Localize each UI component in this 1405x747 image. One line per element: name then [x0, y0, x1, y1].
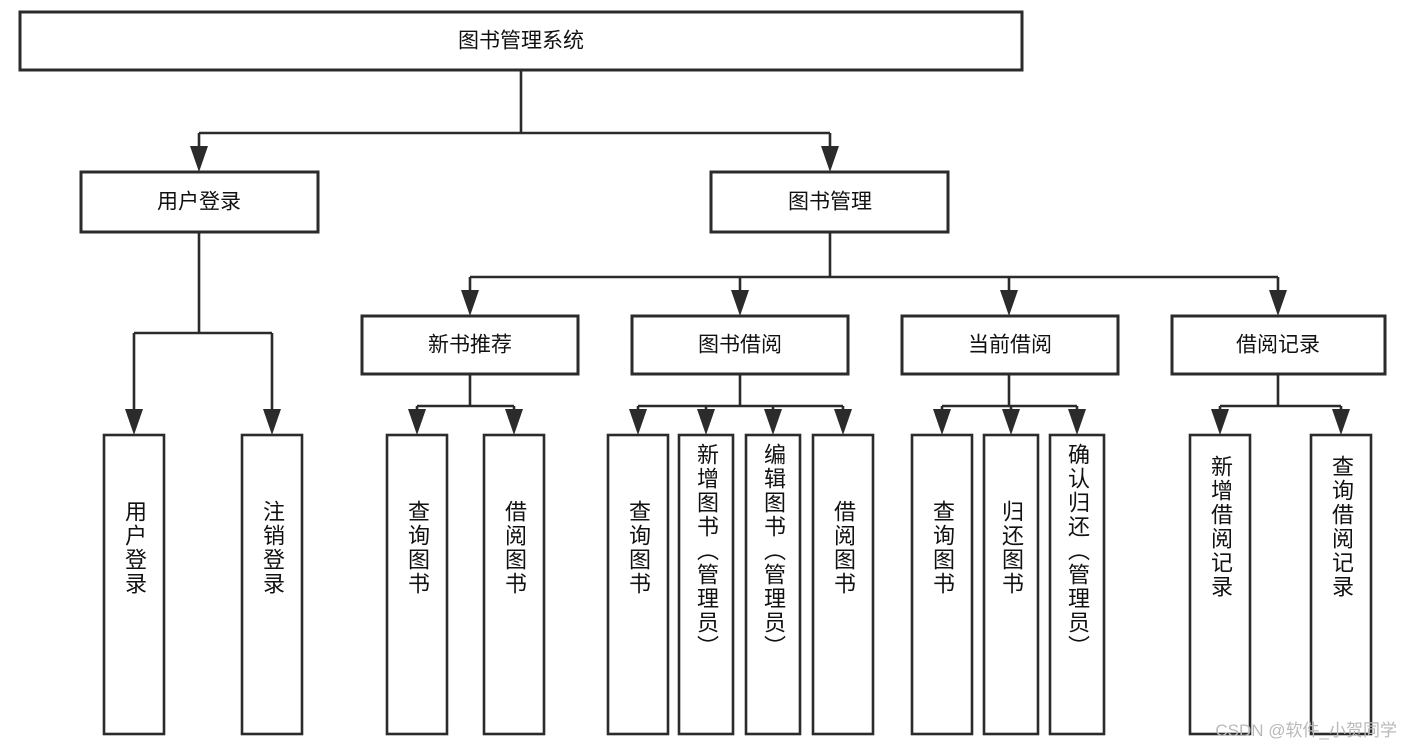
node-root[interactable]: 图书管理系统: [18, 10, 1024, 72]
leaf-box-confirm-return-admin[interactable]: [1048, 433, 1106, 736]
leaf-box-borrow-book-newbook[interactable]: [482, 433, 546, 736]
arrowhead-borrow-to-leaf2: [697, 409, 715, 435]
leaf-box-query-book-borrow[interactable]: [606, 433, 670, 736]
arrowhead-newbook-to-leaf1: [408, 409, 426, 435]
node-book-management-box[interactable]: [709, 170, 950, 234]
leaf-box-add-borrow-record[interactable]: [1188, 433, 1252, 736]
leaf-box-query-book-newbook[interactable]: [385, 433, 449, 736]
leaf-box-edit-book-admin[interactable]: [744, 433, 802, 736]
arrowhead-bookmgmt-to-newbook: [461, 290, 479, 316]
node-user-login-label: 用户登录: [157, 191, 241, 214]
node-root-label: 图书管理系统: [458, 30, 584, 53]
node-new-book-recommend[interactable]: 新书推荐: [360, 314, 580, 376]
leaf-boxes-layer: [102, 433, 1373, 736]
arrowhead-userlogin-to-leaf1: [125, 409, 143, 435]
leaf-box-user-login[interactable]: [102, 433, 166, 736]
arrowhead-root-to-user-login: [190, 146, 208, 172]
connectors-layer: [125, 70, 1350, 435]
node-root-box[interactable]: [18, 10, 1024, 72]
node-book-borrow-label: 图书借阅: [698, 334, 782, 357]
leaf-box-add-book-admin[interactable]: [677, 433, 735, 736]
arrowhead-current-to-leaf2: [1002, 409, 1020, 435]
node-user-login-box[interactable]: [79, 170, 320, 234]
node-new-book-recommend-label: 新书推荐: [428, 334, 512, 357]
node-borrow-records[interactable]: 借阅记录: [1170, 314, 1387, 376]
arrowhead-newbook-to-leaf2: [505, 409, 523, 435]
arrowhead-current-to-leaf1: [933, 409, 951, 435]
node-current-borrow[interactable]: 当前借阅: [900, 314, 1120, 376]
arrowhead-bookmgmt-to-records: [1269, 290, 1287, 316]
arrowhead-bookmgmt-to-current: [1000, 290, 1018, 316]
arrowhead-borrow-to-leaf3: [764, 409, 782, 435]
arrowhead-borrow-to-leaf1: [629, 409, 647, 435]
node-user-login[interactable]: 用户登录: [79, 170, 320, 234]
arrowhead-userlogin-to-leaf2: [263, 409, 281, 435]
node-borrow-records-box[interactable]: [1170, 314, 1387, 376]
arrowhead-records-to-leaf1: [1211, 409, 1229, 435]
leaf-box-query-borrow-record[interactable]: [1309, 433, 1373, 736]
node-current-borrow-label: 当前借阅: [968, 334, 1052, 357]
arrowhead-records-to-leaf2: [1332, 409, 1350, 435]
leaf-box-return-book[interactable]: [982, 433, 1040, 736]
node-new-book-recommend-box[interactable]: [360, 314, 580, 376]
leaf-box-logout[interactable]: [240, 433, 304, 736]
node-current-borrow-box[interactable]: [900, 314, 1120, 376]
arrowhead-current-to-leaf3: [1068, 409, 1086, 435]
arrowhead-root-to-book-mgmt: [821, 146, 839, 172]
node-book-management-label: 图书管理: [788, 191, 872, 214]
leaf-box-query-book-current[interactable]: [910, 433, 974, 736]
node-book-borrow-box[interactable]: [630, 314, 850, 376]
arrowhead-borrow-to-leaf4: [834, 409, 852, 435]
leaf-box-borrow-book[interactable]: [811, 433, 875, 736]
arrowhead-bookmgmt-to-borrow: [731, 290, 749, 316]
node-book-management[interactable]: 图书管理: [709, 170, 950, 234]
node-book-borrow[interactable]: 图书借阅: [630, 314, 850, 376]
node-borrow-records-label: 借阅记录: [1236, 334, 1320, 357]
